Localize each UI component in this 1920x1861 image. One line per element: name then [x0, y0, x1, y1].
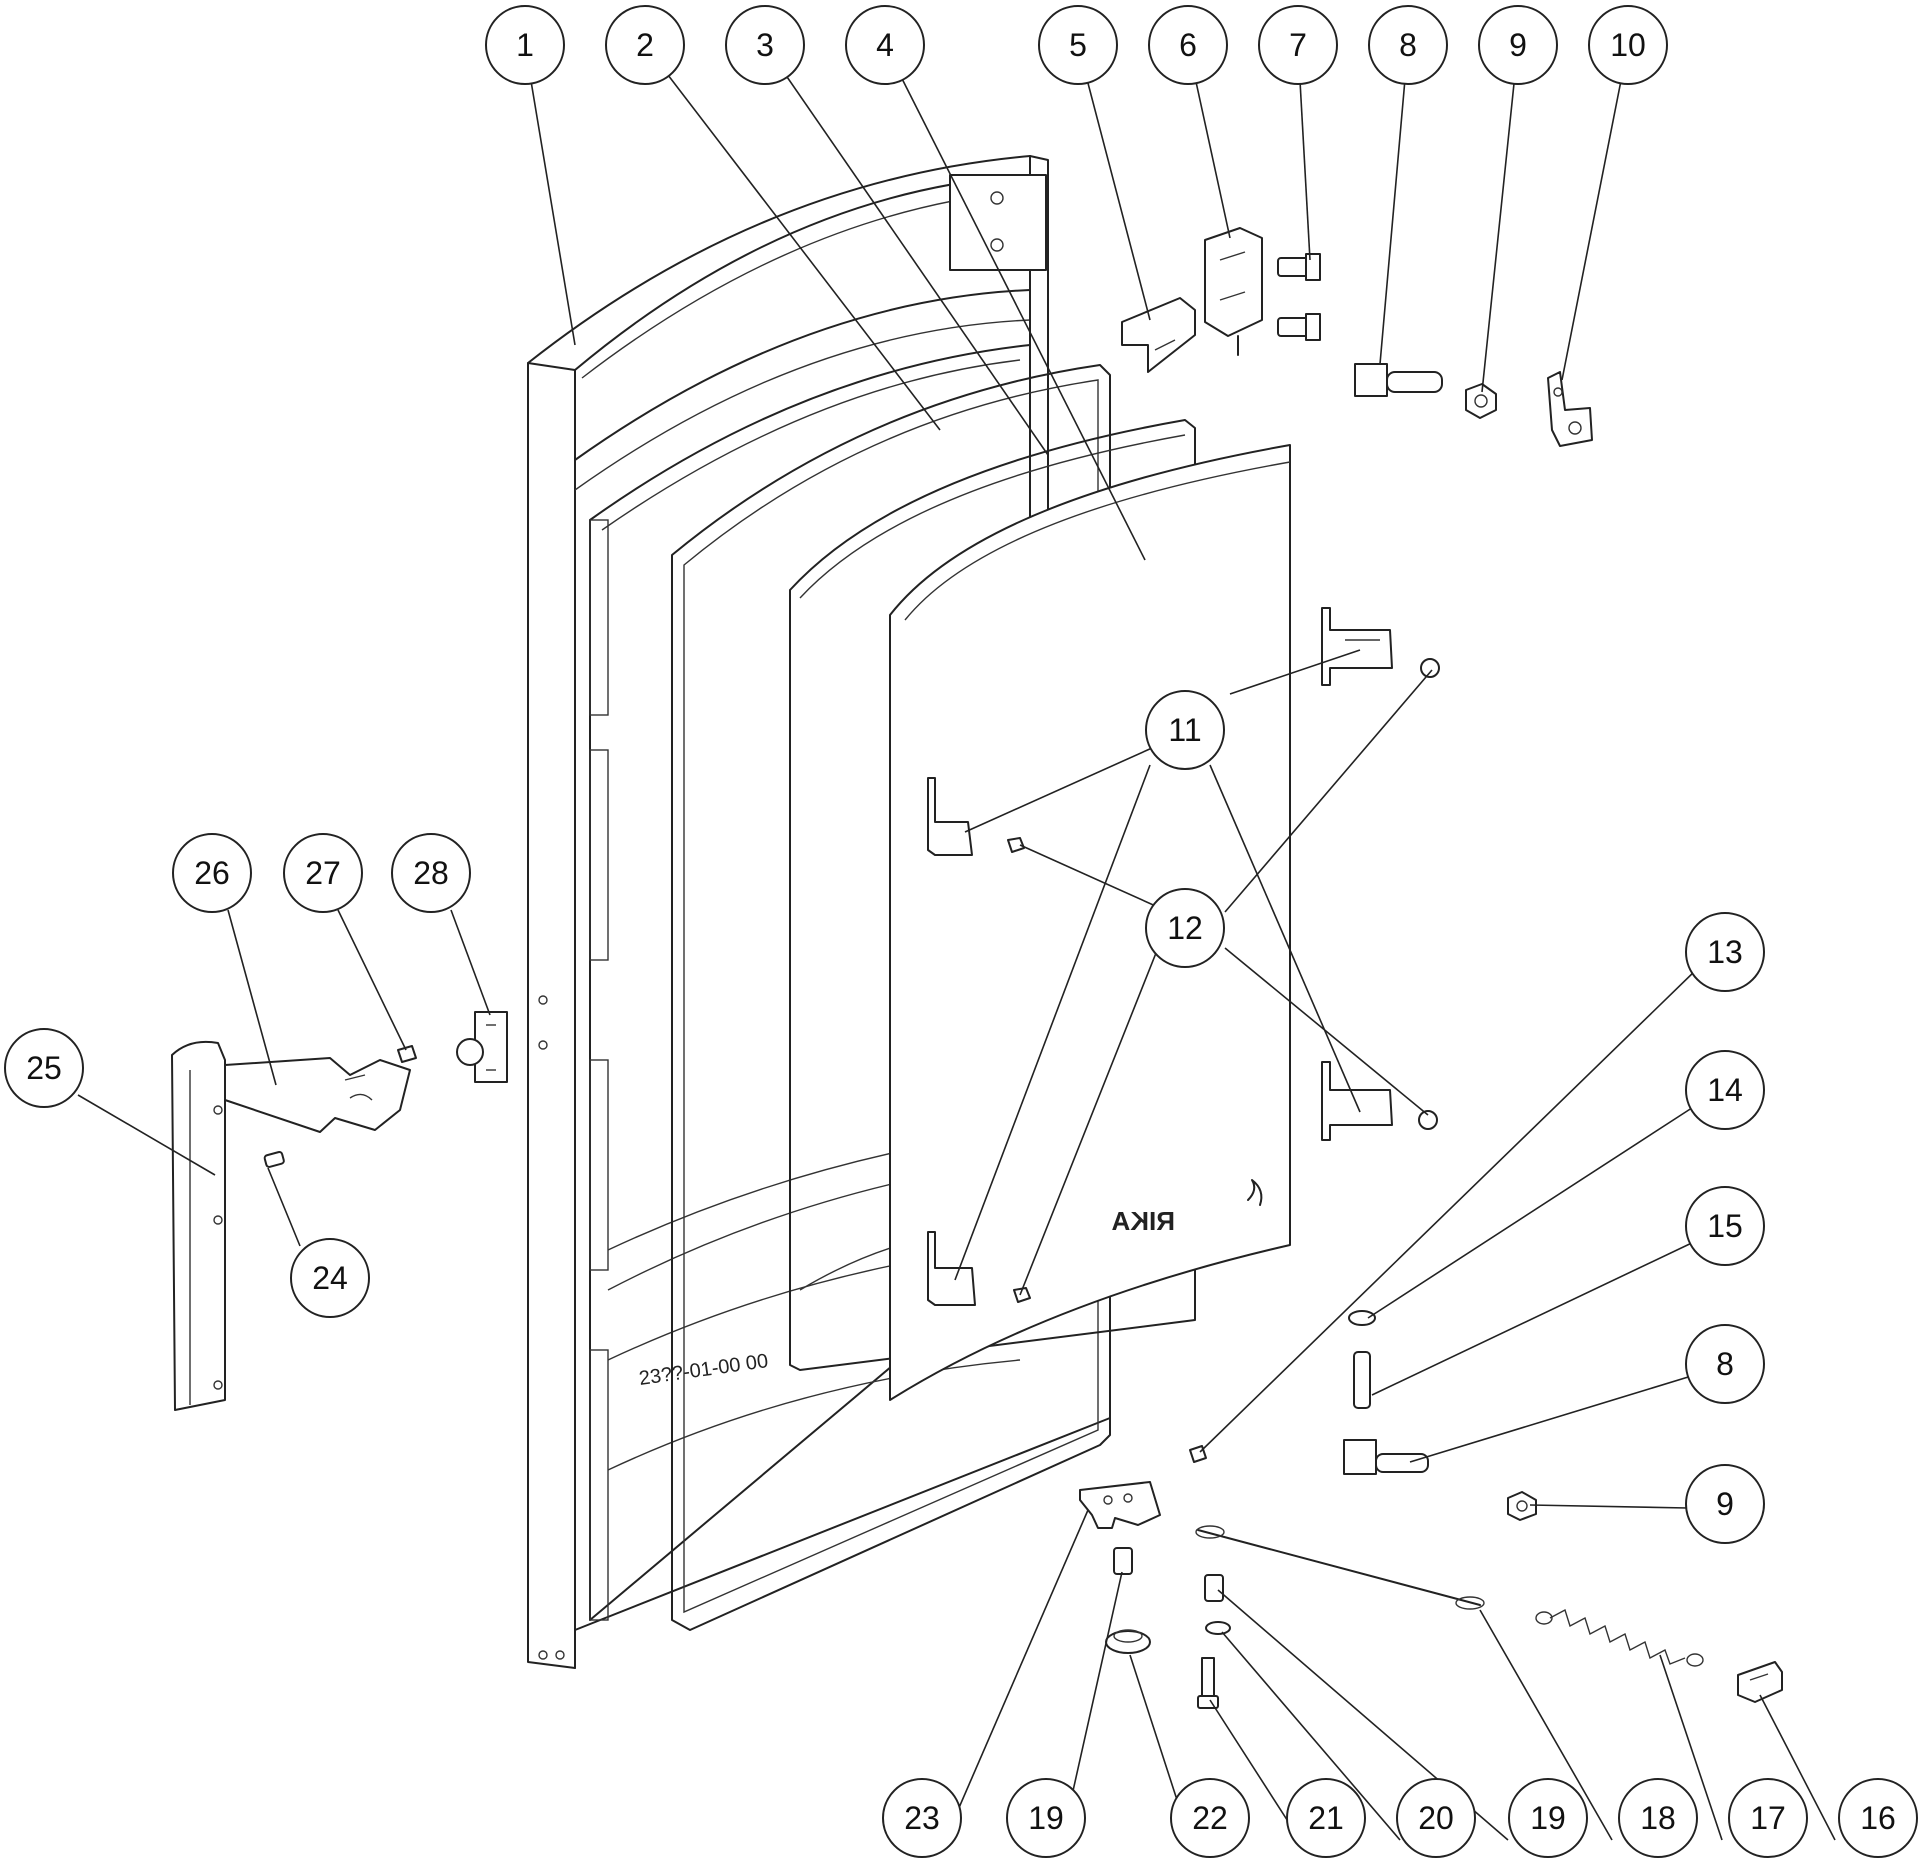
callout-27: 27	[283, 833, 363, 913]
svg-text:6: 6	[1179, 27, 1197, 63]
svg-text:9: 9	[1509, 27, 1527, 63]
washer-20	[1205, 1621, 1231, 1635]
svg-text:16: 16	[1860, 1800, 1896, 1836]
spacer-19-left	[1113, 1547, 1133, 1575]
svg-text:10: 10	[1610, 27, 1646, 63]
svg-text:23: 23	[904, 1800, 940, 1836]
svg-text:8: 8	[1399, 27, 1417, 63]
svg-text:22: 22	[1192, 1800, 1228, 1836]
hinge-bracket-top-right	[1321, 607, 1393, 686]
latch-hook	[224, 1057, 411, 1133]
svg-text:19: 19	[1028, 1800, 1064, 1836]
svg-text:4: 4	[876, 27, 894, 63]
latch-plate-5	[1121, 297, 1196, 373]
callout-16: 16	[1838, 1778, 1918, 1858]
svg-text:11: 11	[1168, 712, 1201, 748]
callout-1: 1	[485, 5, 565, 85]
glass-gasket	[671, 364, 1111, 1631]
bolt-12-c	[1418, 1110, 1438, 1130]
callouts: 1 2 3 4 5 6 7 8 9 10 11 12 13 14 15 8 9 …	[4, 5, 1918, 1858]
callout-4: 4	[845, 5, 925, 85]
spring-17	[1535, 1608, 1704, 1667]
hinge-bracket-bottom-left	[927, 1231, 976, 1306]
mounting-plate-23	[1079, 1481, 1161, 1529]
callout-22: 22	[1170, 1778, 1250, 1858]
spacer-19-right	[1204, 1574, 1224, 1602]
nut-9-top	[1465, 383, 1497, 419]
svg-text:3: 3	[756, 27, 774, 63]
bolt-12-a	[1420, 658, 1440, 678]
callout-28: 28	[391, 833, 471, 913]
cable-18	[1195, 1525, 1485, 1610]
svg-text:19: 19	[1530, 1800, 1566, 1836]
callout-3: 3	[725, 5, 805, 85]
callout-19-left: 19	[1006, 1778, 1086, 1858]
callout-20: 20	[1396, 1778, 1476, 1858]
hinge-pin-8-bottom	[1343, 1439, 1429, 1475]
svg-text:8: 8	[1716, 1346, 1734, 1382]
callout-8-bottom: 8	[1685, 1324, 1765, 1404]
svg-text:18: 18	[1640, 1800, 1676, 1836]
callout-2: 2	[605, 5, 685, 85]
bracket-16	[1737, 1661, 1783, 1703]
svg-text:24: 24	[312, 1260, 348, 1296]
svg-text:14: 14	[1707, 1072, 1743, 1108]
screw-7-top	[1277, 253, 1321, 281]
callout-5: 5	[1038, 5, 1118, 85]
callout-9-bottom: 9	[1685, 1464, 1765, 1544]
nut-9-bottom	[1507, 1491, 1537, 1521]
roller-catch-28	[456, 1011, 508, 1083]
svg-text:12: 12	[1167, 910, 1203, 946]
svg-text:2: 2	[636, 27, 654, 63]
svg-text:20: 20	[1418, 1800, 1454, 1836]
svg-text:15: 15	[1707, 1208, 1743, 1244]
callout-12: 12	[1145, 888, 1225, 968]
callout-25: 25	[4, 1028, 84, 1108]
hinge-pin-8-top	[1354, 363, 1443, 397]
screw-7-bottom	[1277, 313, 1321, 341]
callout-10: 10	[1588, 5, 1668, 85]
callout-11: 11	[1145, 690, 1225, 770]
callout-15: 15	[1685, 1186, 1765, 1266]
hinge-bracket-low-right	[1321, 1061, 1393, 1141]
door-handle-25	[171, 1040, 226, 1411]
svg-text:26: 26	[194, 855, 230, 891]
bolt-12-b	[1007, 837, 1025, 853]
svg-text:21: 21	[1308, 1800, 1344, 1836]
svg-text:5: 5	[1069, 27, 1087, 63]
svg-text:17: 17	[1750, 1800, 1786, 1836]
callout-13: 13	[1685, 912, 1765, 992]
leader-lines	[77, 44, 1836, 1841]
callout-9-top: 9	[1478, 5, 1558, 85]
hinge-block-6	[1204, 227, 1263, 356]
svg-text:13: 13	[1707, 934, 1743, 970]
callout-14: 14	[1685, 1050, 1765, 1130]
callout-8-top: 8	[1368, 5, 1448, 85]
hinge-bracket-mid-left	[927, 777, 973, 856]
callout-23: 23	[882, 1778, 962, 1858]
svg-text:27: 27	[305, 855, 341, 891]
callout-19-right: 19	[1508, 1778, 1588, 1858]
callout-24: 24	[290, 1238, 370, 1318]
callout-17: 17	[1728, 1778, 1808, 1858]
svg-text:25: 25	[26, 1050, 62, 1086]
pin-15	[1353, 1351, 1371, 1409]
grub-screw-24	[263, 1151, 285, 1168]
svg-text:9: 9	[1716, 1486, 1734, 1522]
svg-text:28: 28	[413, 855, 449, 891]
pulley-22	[1105, 1629, 1151, 1654]
screw-21	[1197, 1657, 1219, 1709]
callout-7: 7	[1258, 5, 1338, 85]
callout-26: 26	[172, 833, 252, 913]
svg-text:1: 1	[516, 27, 534, 63]
callout-6: 6	[1148, 5, 1228, 85]
svg-text:7: 7	[1289, 27, 1307, 63]
callout-21: 21	[1286, 1778, 1366, 1858]
bracket-10	[1547, 371, 1593, 447]
door-logo: RIKA	[1111, 1206, 1175, 1236]
callout-18: 18	[1618, 1778, 1698, 1858]
washer-14	[1348, 1310, 1376, 1326]
screw-27	[397, 1045, 417, 1063]
